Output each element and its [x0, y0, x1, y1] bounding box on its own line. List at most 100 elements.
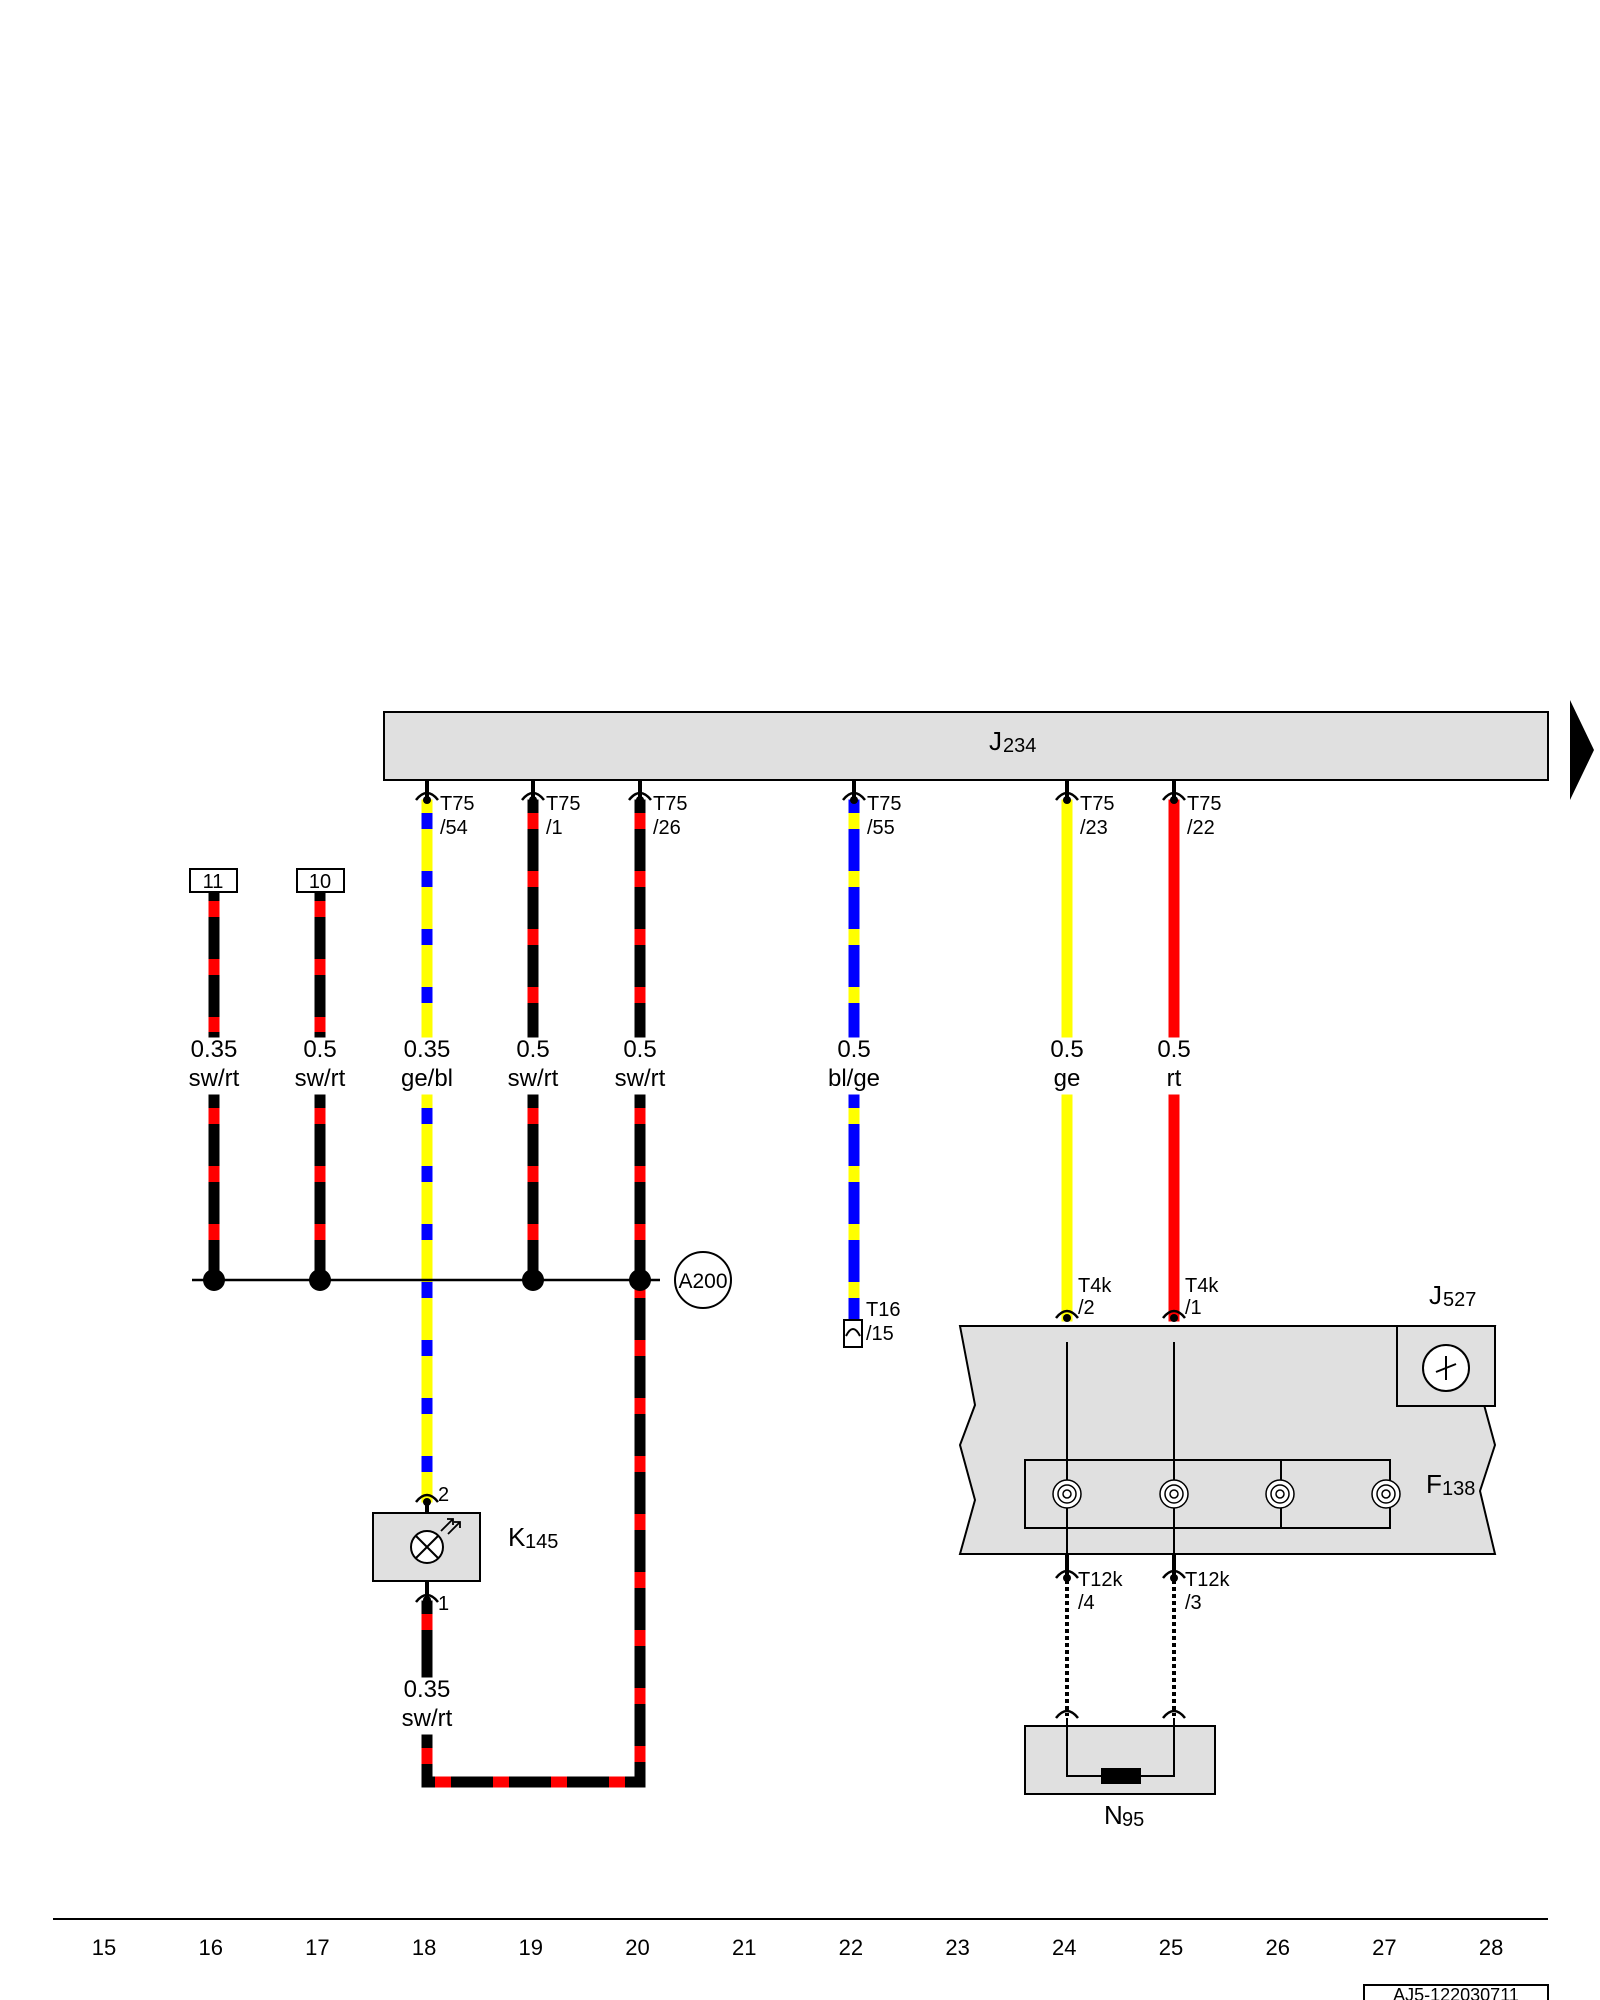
component-j234: J 234	[383, 711, 1549, 781]
wire-label-18: 0.35 ge/bl	[401, 1036, 453, 1092]
j234-sub: 234	[1003, 735, 1036, 757]
svg-text:/1: /1	[1185, 1297, 1202, 1319]
column-number: 18	[412, 1935, 436, 1960]
connector-t75-54: T75 /54	[440, 793, 474, 839]
svg-text:T12k: T12k	[1185, 1569, 1230, 1591]
svg-text:/4: /4	[1078, 1592, 1095, 1614]
wire-label-24: 0.5 ge	[1050, 1036, 1083, 1092]
svg-text:/23: /23	[1080, 817, 1108, 839]
component-n95: N 95	[1024, 1718, 1216, 1831]
svg-text:sw/rt: sw/rt	[295, 1065, 346, 1092]
connector-t16-15: T16 /15	[843, 1299, 900, 1348]
junction-dot	[309, 1269, 331, 1291]
wire-label-16: 0.35 sw/rt	[189, 1036, 240, 1092]
k145-pin-top: 2	[438, 1484, 449, 1506]
svg-text:T75: T75	[1080, 793, 1114, 815]
connector-t75-23: T75 /23	[1080, 793, 1114, 839]
component-a200: A200	[674, 1251, 732, 1309]
f138-sub: 138	[1442, 1478, 1475, 1500]
pin-arc-icon	[1055, 1309, 1079, 1319]
svg-text:0.5: 0.5	[837, 1036, 870, 1063]
svg-text:T4k: T4k	[1185, 1275, 1219, 1297]
column-number: 27	[1372, 1935, 1396, 1960]
j234-pin-stems	[423, 780, 1178, 804]
terminal-10-label: 10	[309, 871, 331, 893]
svg-text:T4k: T4k	[1078, 1275, 1112, 1297]
svg-text:bl/ge: bl/ge	[828, 1065, 880, 1092]
j527-bottom-pins	[1055, 1569, 1186, 1719]
svg-text:T75: T75	[867, 793, 901, 815]
terminal-11-label: 11	[203, 871, 224, 893]
connector-t4k-1: T4k /1	[1185, 1275, 1219, 1319]
f138-letter: F	[1426, 1469, 1442, 1499]
svg-text:0.5: 0.5	[1050, 1036, 1083, 1063]
wire-label-20: 0.5 sw/rt	[615, 1036, 666, 1092]
column-number: 20	[625, 1935, 649, 1960]
wire-label-25: 0.5 rt	[1157, 1036, 1190, 1092]
connector-t75-1: T75 /1	[546, 793, 580, 839]
n95-letter: N	[1104, 1800, 1123, 1830]
svg-text:0.35: 0.35	[404, 1036, 451, 1063]
reference-code-text: AJ5-122030711	[1393, 1985, 1519, 2000]
pin-arc-icon	[1162, 1709, 1186, 1719]
svg-text:0.35: 0.35	[191, 1036, 238, 1063]
n95-sub: 95	[1122, 1809, 1144, 1831]
column-number: 15	[92, 1935, 116, 1960]
connector-t4k-2: T4k /2	[1078, 1275, 1112, 1319]
pin-arc-icon	[1162, 1309, 1186, 1319]
component-f138: F 138	[1024, 1342, 1475, 1560]
svg-text:sw/rt: sw/rt	[402, 1705, 453, 1732]
wire-layer	[208, 799, 1180, 1788]
j527-top-pins	[1055, 1309, 1186, 1319]
svg-text:/2: /2	[1078, 1297, 1095, 1319]
terminal-11: 11	[189, 868, 238, 893]
junction-dot	[522, 1269, 544, 1291]
svg-text:/1: /1	[546, 817, 563, 839]
column-number: 23	[945, 1935, 969, 1960]
connector-t75-22: T75 /22	[1187, 793, 1221, 839]
svg-text:/54: /54	[440, 817, 468, 839]
svg-text:T75: T75	[1187, 793, 1221, 815]
svg-text:0.35: 0.35	[404, 1676, 451, 1703]
svg-text:T16: T16	[866, 1299, 900, 1321]
svg-text:T75: T75	[653, 793, 687, 815]
junction-dot	[629, 1269, 651, 1291]
wire-label-22: 0.5 bl/ge	[828, 1036, 880, 1092]
svg-text:/22: /22	[1187, 817, 1215, 839]
wire-label-k145-ground: 0.35 sw/rt	[402, 1676, 453, 1732]
svg-text:0.5: 0.5	[516, 1036, 549, 1063]
k145-pin-bottom: 1	[438, 1593, 449, 1615]
component-k145: K 145	[372, 1512, 558, 1582]
continuation-arrow-icon	[1570, 700, 1594, 800]
svg-text:0.5: 0.5	[1157, 1036, 1190, 1063]
igniter-resistor-icon	[1101, 1768, 1141, 1784]
connector-t12k-3: T12k /3	[1185, 1569, 1230, 1614]
svg-text:/15: /15	[866, 1323, 894, 1345]
reference-code: AJ5-122030711	[1363, 1984, 1549, 2000]
svg-text:/3: /3	[1185, 1592, 1202, 1614]
connector-t75-55: T75 /55	[867, 793, 901, 839]
terminal-10: 10	[296, 868, 345, 893]
pin-arc-icon	[415, 1493, 439, 1503]
column-number: 19	[519, 1935, 543, 1960]
k145-sub: 145	[525, 1531, 558, 1553]
svg-text:T12k: T12k	[1078, 1569, 1123, 1591]
slip-ring-icon	[1052, 1479, 1401, 1509]
svg-text:0.5: 0.5	[303, 1036, 336, 1063]
pin-arc-icon	[1055, 1709, 1079, 1719]
a200-label: A200	[678, 1270, 727, 1293]
connector-t75-26: T75 /26	[653, 793, 687, 839]
twisted-pair-wires	[1065, 1580, 1176, 1716]
svg-text:rt: rt	[1167, 1065, 1182, 1092]
connector-t12k-4: T12k /4	[1078, 1569, 1123, 1614]
svg-text:0.5: 0.5	[623, 1036, 656, 1063]
wire-label-19: 0.5 sw/rt	[508, 1036, 559, 1092]
svg-text:sw/rt: sw/rt	[508, 1065, 559, 1092]
column-number: 16	[198, 1935, 222, 1960]
svg-text:sw/rt: sw/rt	[615, 1065, 666, 1092]
column-number: 22	[839, 1935, 863, 1960]
svg-text:T75: T75	[546, 793, 580, 815]
column-number: 26	[1265, 1935, 1289, 1960]
